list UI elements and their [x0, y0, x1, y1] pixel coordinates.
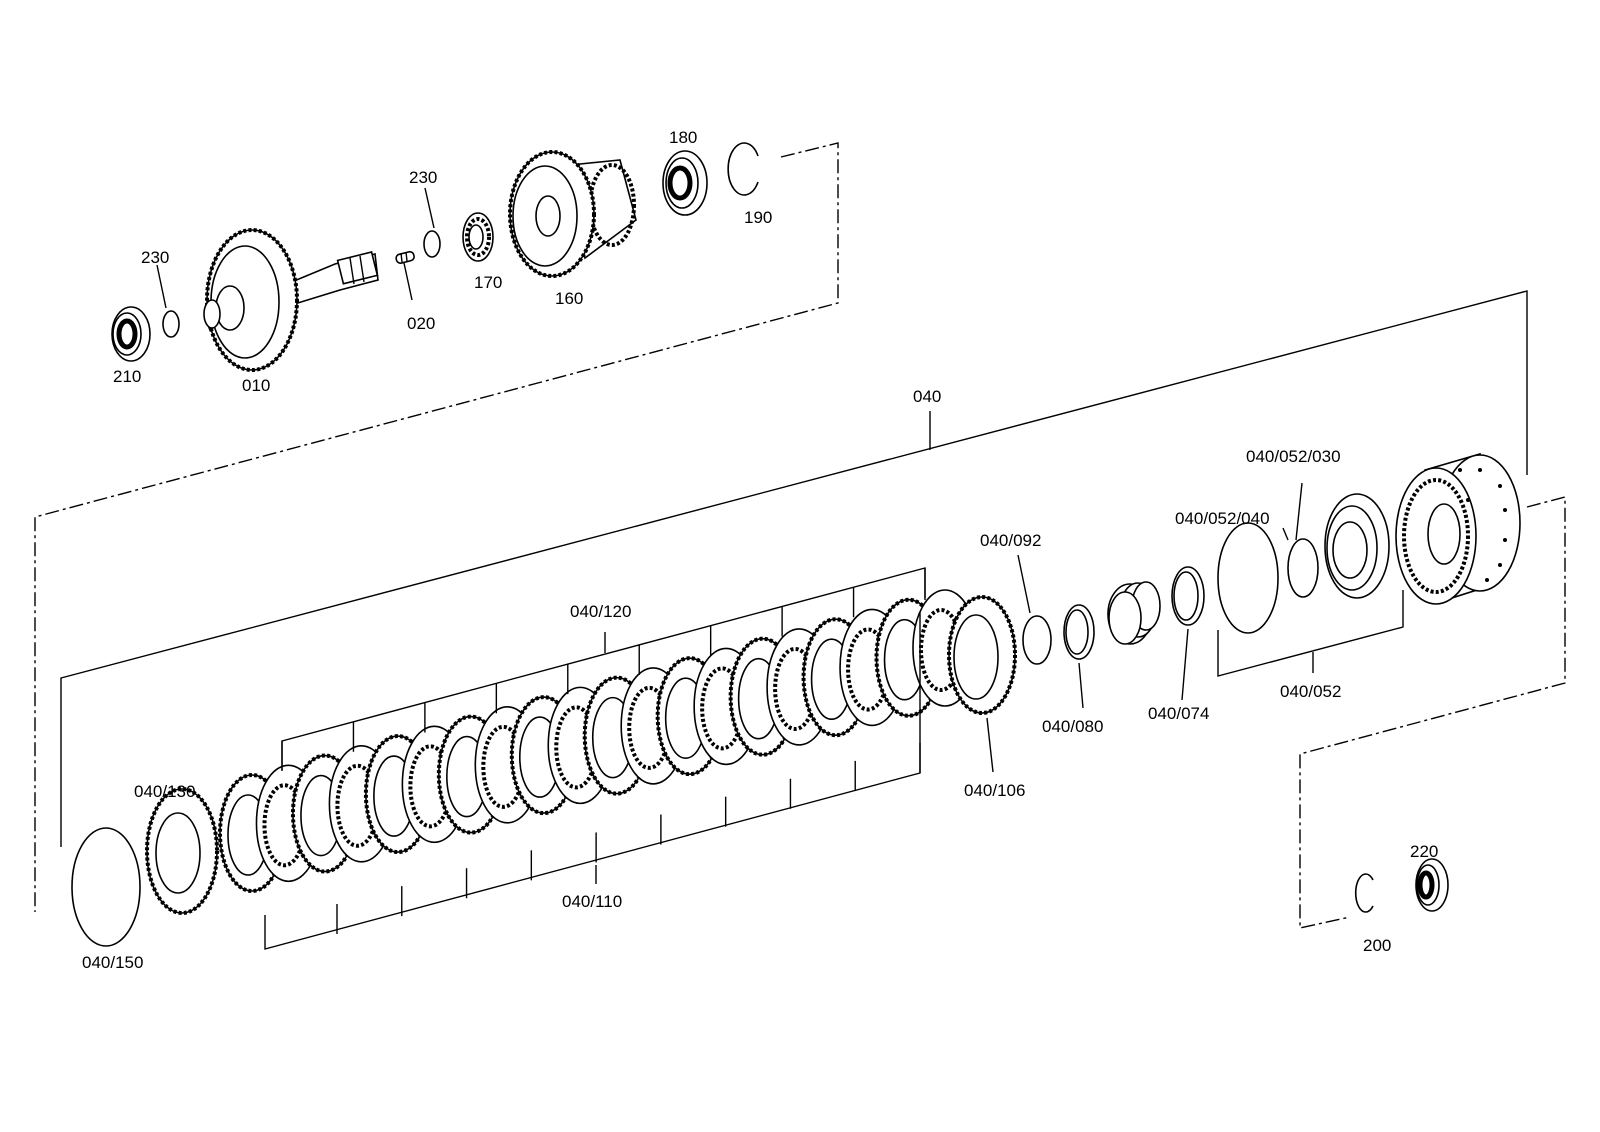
disc-pack-brackets: [264, 567, 926, 950]
upper-leaders: [156, 187, 435, 309]
label-040-110: 040/110: [562, 892, 622, 911]
part-040-052-030-seal: [1282, 482, 1319, 598]
part-170-needle-bearing: [462, 212, 494, 262]
part-040-074-ring: [1171, 566, 1205, 701]
part-040-052-piston: [1217, 493, 1404, 677]
part-220-bearing: [1415, 858, 1449, 912]
part-040-clutch-drum: [1395, 452, 1521, 605]
label-170: 170: [474, 273, 502, 292]
upper-assembly-dashed-frame: [34, 142, 839, 912]
part-040-150-ring: [71, 827, 141, 947]
label-040-074: 040/074: [1148, 704, 1209, 723]
clutch-disc-pack: [218, 589, 978, 893]
label-220: 220: [1410, 842, 1438, 861]
label-190: 190: [744, 208, 772, 227]
label-020: 020: [407, 314, 435, 333]
part-040-052-040-seal: [1217, 522, 1279, 634]
label-040-130: 040/130: [134, 782, 195, 801]
label-040-106: 040/106: [964, 781, 1025, 800]
part-210-bearing: [111, 306, 151, 362]
label-160: 160: [555, 289, 583, 308]
label-040: 040: [913, 387, 941, 406]
part-230-ring-left: [162, 310, 180, 338]
part-160-gear: [508, 150, 637, 278]
part-040-130-plate: [145, 787, 219, 915]
part-020-pin: [395, 250, 415, 264]
label-040-052: 040/052: [1280, 682, 1341, 701]
part-040-080-ring: [1063, 604, 1095, 709]
part-010-shaft-gear: [203, 228, 379, 372]
part-spring-pack: [1107, 581, 1161, 645]
label-230-right: 230: [409, 168, 437, 187]
label-040-052-030: 040/052/030: [1246, 447, 1341, 466]
drum-holes: [1458, 468, 1507, 582]
part-labels: 010 020 160 170 180 190 200 210 220 230 …: [82, 128, 1438, 972]
part-040-106-plate: [947, 595, 1017, 773]
part-230-ring-right: [423, 230, 441, 258]
part-040-092-ring: [1017, 554, 1052, 665]
part-180-bearing: [662, 150, 708, 216]
label-040-120: 040/120: [570, 602, 631, 621]
lower-right-dashed-frame: [1299, 496, 1566, 929]
label-200: 200: [1363, 936, 1391, 955]
label-010: 010: [242, 376, 270, 395]
part-200-snap-ring: [1354, 873, 1374, 913]
label-230-left: 230: [141, 248, 169, 267]
part-190-snap-ring: [727, 142, 759, 196]
main-assembly-frame: [60, 290, 1528, 847]
label-040-052-040: 040/052/040: [1175, 509, 1270, 528]
label-040-150: 040/150: [82, 953, 143, 972]
label-040-092: 040/092: [980, 531, 1041, 550]
label-210: 210: [113, 367, 141, 386]
label-040-080: 040/080: [1042, 717, 1103, 736]
label-180: 180: [669, 128, 697, 147]
